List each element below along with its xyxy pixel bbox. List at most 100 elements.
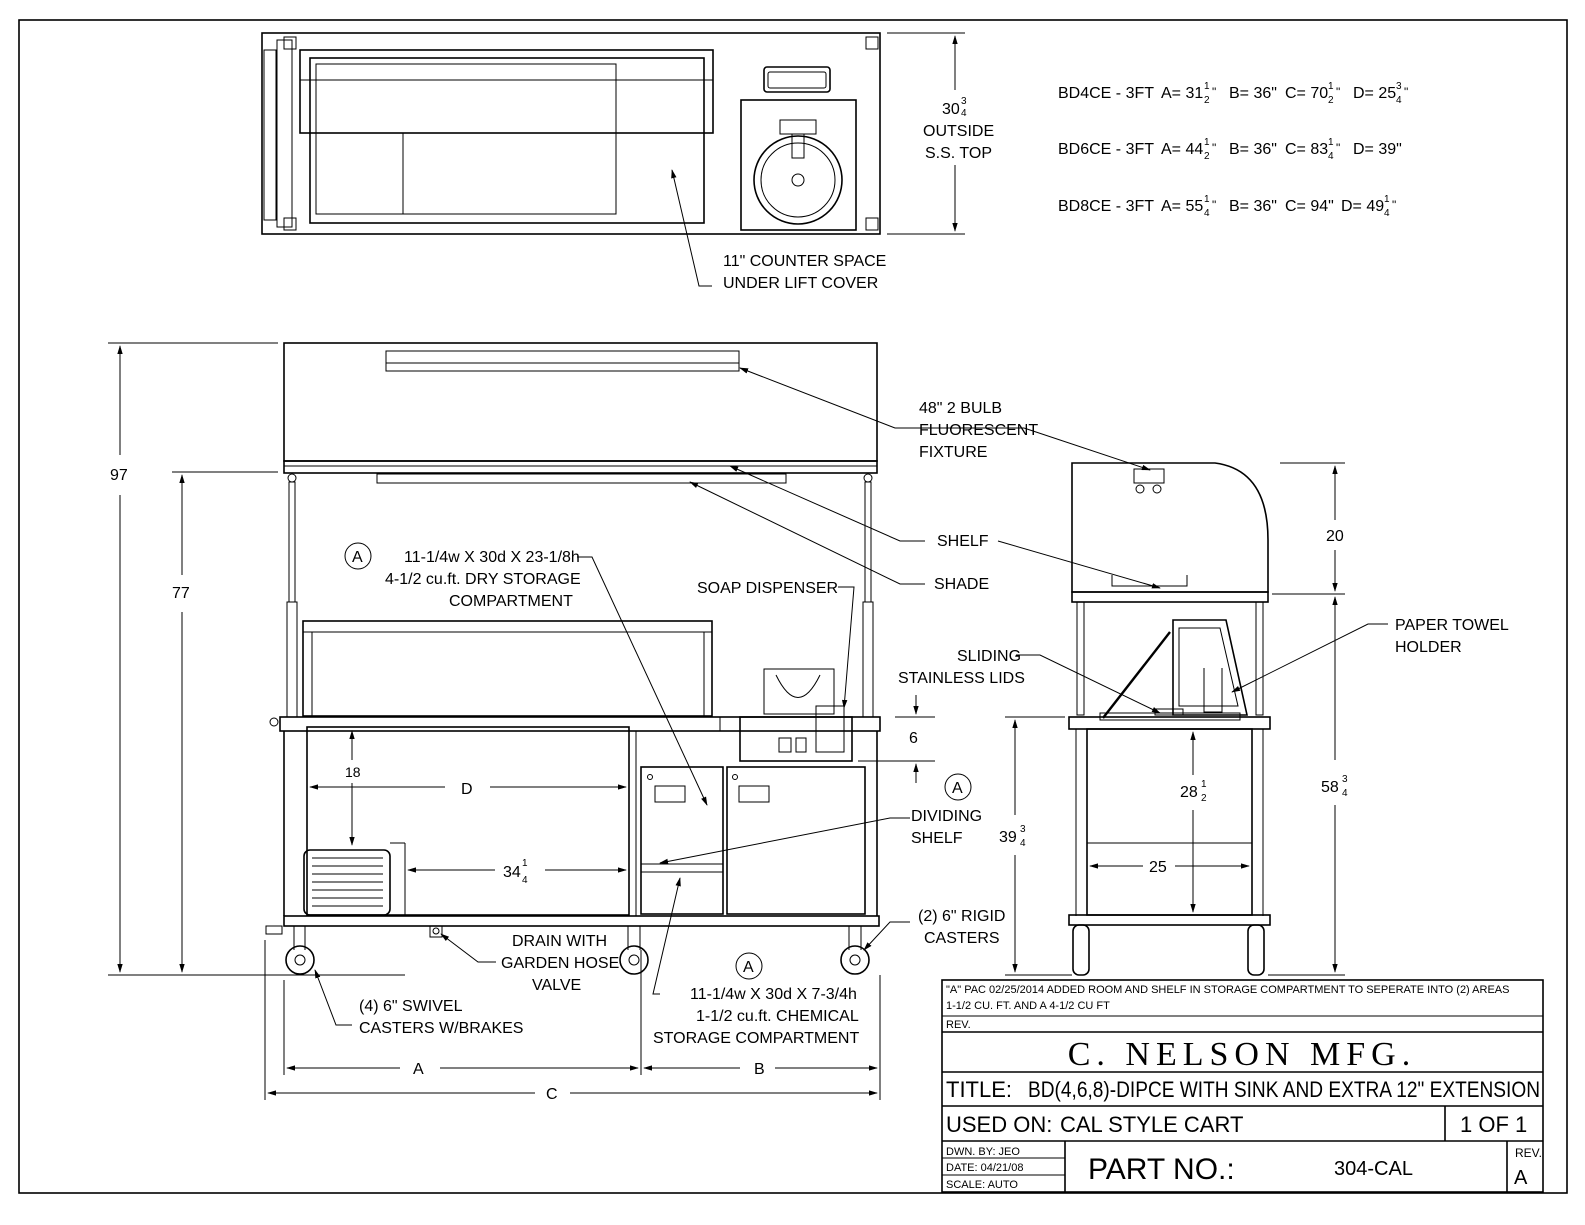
rigid-casters-label-1: (2) 6" RIGID (918, 908, 1005, 925)
drain-label-1: DRAIN WITH (512, 933, 607, 950)
dry-storage-label-3: COMPARTMENT (449, 593, 573, 610)
svg-text:2: 2 (1328, 95, 1334, 106)
paper-towel-label-1: PAPER TOWEL (1395, 617, 1509, 634)
svg-text:1: 1 (1204, 194, 1210, 205)
variant-row: BD8CE - 3FT A= 55 1 4 " B= 36" C= 94" D=… (1058, 194, 1396, 219)
outside-dim-den: 4 (961, 108, 967, 119)
used-on-value: CAL STYLE CART (1060, 1112, 1243, 1137)
svg-text:4: 4 (1384, 208, 1390, 219)
rev-marker-a: A (352, 549, 363, 566)
svg-text:4: 4 (1328, 151, 1334, 162)
title-label: TITLE: (946, 1077, 1012, 1102)
svg-text:": " (1336, 141, 1340, 155)
side-dim-28-den: 2 (1201, 793, 1207, 804)
svg-text:4: 4 (1396, 95, 1402, 106)
variant-row: BD4CE - 3FT A= 31 1 2 " B= 36" C= 70 1 2… (1058, 81, 1408, 106)
dim-d: D (461, 781, 473, 798)
dry-storage-label-1: 11-1/4w X 30d X 23-1/8h (404, 549, 580, 566)
revision-note-line-2: 1-1/2 CU. FT. AND A 4-1/2 CU FT (946, 1000, 1110, 1012)
side-dim-39: 39 (999, 829, 1017, 846)
swivel-casters-label-2: CASTERS W/BRAKES (359, 1020, 523, 1037)
outside-label-2: S.S. TOP (925, 145, 992, 162)
top-view (261, 32, 965, 287)
svg-text:": " (1212, 141, 1216, 155)
svg-text:": " (1392, 198, 1396, 212)
side-dim-39-den: 4 (1020, 838, 1026, 849)
svg-text:C= 94": C= 94" (1285, 198, 1334, 215)
svg-text:D= 49: D= 49 (1341, 198, 1384, 215)
fixture-label-3: FIXTURE (919, 444, 987, 461)
svg-text:3: 3 (1396, 81, 1402, 92)
paper-towel-label-2: HOLDER (1395, 639, 1462, 656)
revision-box-value: A (1514, 1167, 1528, 1189)
dim-b: B (754, 1061, 765, 1078)
outside-label-1: OUTSIDE (923, 123, 994, 140)
chemical-storage-label-1: 11-1/4w X 30d X 7-3/4h (690, 986, 857, 1003)
side-view (997, 427, 1388, 976)
svg-text:C= 70: C= 70 (1285, 85, 1328, 102)
chemical-storage-label-3: STORAGE COMPARTMENT (653, 1030, 859, 1047)
outside-dim-num: 3 (961, 96, 967, 107)
side-dim-39-num: 3 (1020, 824, 1026, 835)
svg-text:BD6CE - 3FT: BD6CE - 3FT (1058, 141, 1154, 158)
variant-row: BD6CE - 3FT A= 44 1 2 " B= 36" C= 83 1 4… (1058, 137, 1402, 162)
svg-text:1: 1 (1328, 81, 1334, 92)
svg-text:1: 1 (1204, 81, 1210, 92)
rev-marker-a: A (743, 959, 754, 976)
dim-6: 6 (909, 730, 918, 747)
svg-text:1: 1 (1204, 137, 1210, 148)
side-dim-58-num: 3 (1342, 774, 1348, 785)
rev-marker-a: A (952, 780, 963, 797)
drawing-date: DATE: 04/21/08 (946, 1162, 1023, 1174)
sliding-lids-label-2: STAINLESS LIDS (898, 670, 1025, 687)
sheet-number: 1 OF 1 (1460, 1112, 1527, 1137)
svg-text:BD8CE - 3FT: BD8CE - 3FT (1058, 198, 1154, 215)
dry-storage-label-2: 4-1/2 cu.ft. DRY STORAGE (385, 571, 581, 588)
used-on-label: USED ON: (946, 1112, 1052, 1137)
revision-note-line-1: "A" PAC 02/25/2014 ADDED ROOM AND SHELF … (946, 984, 1509, 996)
fixture-label-2: FLUORESCENT (919, 422, 1038, 439)
outside-dim-value: 30 (942, 101, 960, 118)
shade-label: SHADE (934, 576, 989, 593)
revision-box-label: REV. (1515, 1146, 1542, 1160)
svg-text:2: 2 (1204, 95, 1210, 106)
side-dim-20: 20 (1326, 528, 1344, 545)
svg-text:A= 44: A= 44 (1161, 141, 1203, 158)
side-dim-58-den: 4 (1342, 788, 1348, 799)
svg-text:4: 4 (1204, 208, 1210, 219)
soap-dispenser-label: SOAP DISPENSER (697, 580, 838, 597)
svg-text:B= 36": B= 36" (1229, 198, 1277, 215)
svg-text:B= 36": B= 36" (1229, 141, 1277, 158)
counter-space-label-1: 11" COUNTER SPACE (723, 253, 886, 270)
chemical-storage-label-2: 1-1/2 cu.ft. CHEMICAL (696, 1008, 859, 1025)
title-block (941, 979, 1544, 1193)
drawn-by: DWN. BY: JEO (946, 1146, 1020, 1158)
svg-text:BD4CE - 3FT: BD4CE - 3FT (1058, 85, 1154, 102)
drawing-title: BD(4,6,8)-DIPCE WITH SINK AND EXTRA 12" … (1028, 1077, 1540, 1102)
side-dim-58: 58 (1321, 779, 1339, 796)
dim-a: A (413, 1061, 424, 1078)
side-dim-25: 25 (1149, 859, 1167, 876)
svg-text:2: 2 (1204, 151, 1210, 162)
svg-text:": " (1336, 85, 1340, 99)
sliding-lids-label-1: SLIDING (957, 648, 1021, 665)
counter-space-label-2: UNDER LIFT COVER (723, 275, 878, 292)
fixture-label-1: 48" 2 BULB (919, 400, 1002, 417)
drawing-scale: SCALE: AUTO (946, 1179, 1018, 1191)
part-number-value: 304-CAL (1334, 1158, 1413, 1180)
dim-c: C (546, 1086, 558, 1103)
rigid-casters-label-2: CASTERS (924, 930, 1000, 947)
side-dim-28-num: 1 (1201, 779, 1207, 790)
dim-34: 34 (503, 864, 521, 881)
svg-text:A= 31: A= 31 (1161, 85, 1203, 102)
drain-label-3: VALVE (532, 977, 581, 994)
svg-text:D= 25: D= 25 (1353, 85, 1396, 102)
swivel-casters-label-1: (4) 6" SWIVEL (359, 998, 463, 1015)
dim-34-num: 1 (522, 858, 528, 869)
dim-18: 18 (345, 764, 361, 780)
model-variant-table: BD4CE - 3FT A= 31 1 2 " B= 36" C= 70 1 2… (1058, 81, 1408, 219)
dividing-shelf-label-1: DIVIDING (911, 808, 982, 825)
dim-34-den: 4 (522, 875, 528, 886)
dividing-shelf-label-2: SHELF (911, 830, 963, 847)
